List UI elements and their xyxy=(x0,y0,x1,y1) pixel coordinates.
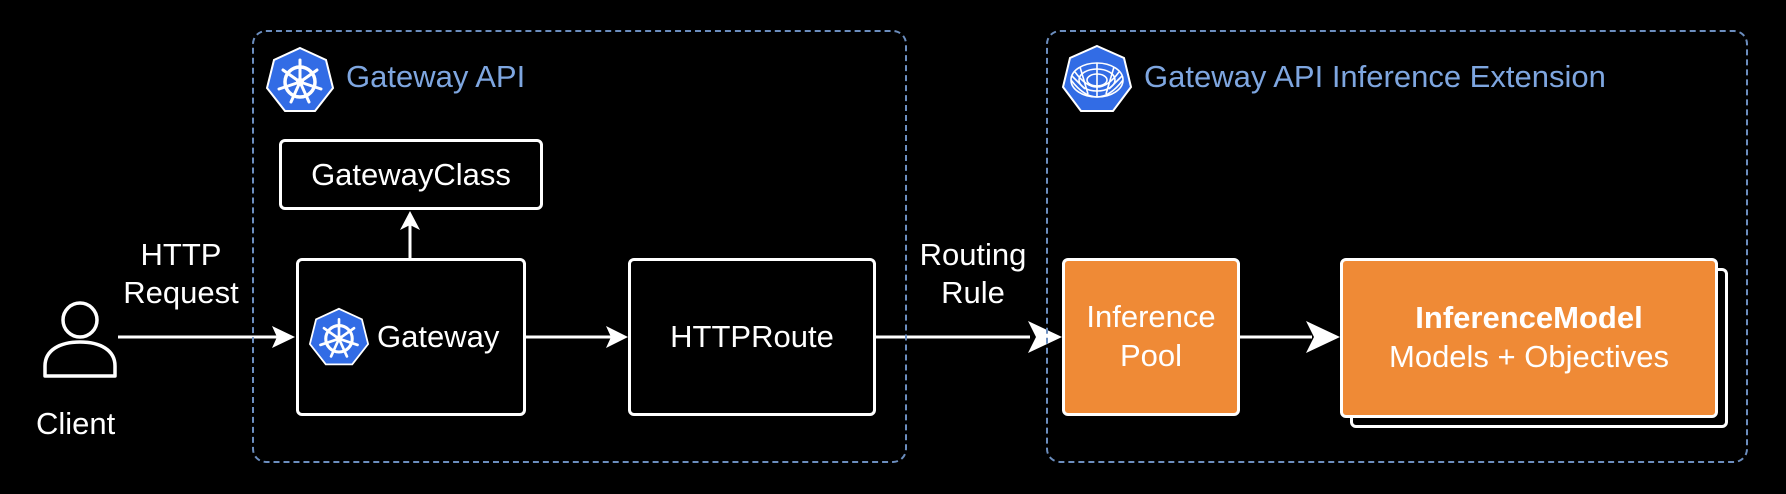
routing-rule-line2: Rule xyxy=(941,274,1005,310)
kubernetes-helm-icon xyxy=(265,46,335,112)
inference-model-subtitle: Models + Objectives xyxy=(1389,339,1669,374)
gateway-api-title: Gateway API xyxy=(346,59,526,94)
http-request-line2: Request xyxy=(123,274,239,310)
person-icon xyxy=(43,301,117,378)
httproute-node[interactable]: HTTPRoute xyxy=(628,258,876,416)
inference-extension-icon xyxy=(1061,44,1133,112)
inference-pool-line1: Inference xyxy=(1086,299,1216,335)
gateway-node[interactable]: Gateway xyxy=(296,258,526,416)
inference-model-title: InferenceModel xyxy=(1415,300,1643,336)
arrow-client-to-gateway xyxy=(118,326,295,348)
routing-rule-label: Routing Rule xyxy=(906,236,1040,312)
arrow-gateway-to-httproute xyxy=(526,326,628,348)
arrow-inferencepool-to-inferencemodel xyxy=(1240,321,1340,353)
gatewayclass-node[interactable]: GatewayClass xyxy=(279,139,543,210)
inference-extension-group xyxy=(1046,30,1748,463)
routing-rule-line1: Routing xyxy=(919,237,1027,272)
inference-pool-node[interactable]: Inference Pool xyxy=(1062,258,1240,416)
gateway-label: Gateway xyxy=(377,319,500,354)
http-request-line1: HTTP xyxy=(140,237,222,272)
arrow-gateway-to-gatewayclass xyxy=(400,211,420,258)
httproute-label: HTTPRoute xyxy=(670,319,834,354)
inference-pool-line2: Pool xyxy=(1119,338,1183,373)
inference-model-node[interactable]: InferenceModel Models + Objectives xyxy=(1340,258,1718,418)
gateway-api-group xyxy=(252,30,907,463)
gatewayclass-label: GatewayClass xyxy=(311,156,511,192)
gateway-kubernetes-icon xyxy=(308,307,370,366)
arrow-httproute-to-inferencepool xyxy=(876,321,1062,353)
http-request-label: HTTP Request xyxy=(114,236,248,312)
client-label: Client xyxy=(36,406,116,441)
inference-extension-title: Gateway API Inference Extension xyxy=(1144,59,1606,94)
